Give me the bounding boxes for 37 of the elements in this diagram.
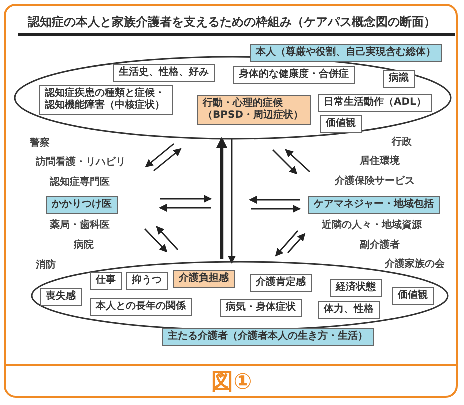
text-box: 本人との長年の関係 bbox=[90, 298, 192, 316]
side-label: 副介護者 bbox=[360, 240, 400, 252]
text-box: 価値観 bbox=[320, 115, 362, 133]
highlight-box: 介護負担感 bbox=[173, 270, 235, 288]
text-box: 病気・身体症状 bbox=[220, 299, 302, 317]
arrow bbox=[228, 139, 236, 264]
title-box: ケアマネジャー・地域包括 bbox=[308, 196, 440, 214]
text-box: 仕事 bbox=[90, 272, 122, 290]
text-box: 生活史、性格、好み bbox=[113, 64, 215, 82]
text-box: 体力、性格 bbox=[318, 301, 380, 319]
title-box: 主たる介護者（介護者本人の生き方・生活） bbox=[162, 328, 374, 346]
text-box: 介護肯定感 bbox=[250, 274, 312, 292]
side-label: 居住環境 bbox=[360, 156, 400, 168]
figure-caption: 図① bbox=[210, 370, 254, 396]
text-box: 病識 bbox=[383, 70, 415, 88]
text-box: 身体的な健康度・合併症 bbox=[233, 66, 355, 84]
text-box: 喪失感 bbox=[40, 288, 82, 306]
side-label: 警察 bbox=[30, 138, 50, 150]
side-label: 薬局・歯科医 bbox=[50, 220, 110, 232]
side-label: 介護家族の会 bbox=[385, 259, 445, 271]
text-box: 抑うつ bbox=[126, 272, 168, 290]
title-box: かかりつけ医 bbox=[46, 196, 118, 214]
text-box: 認知症疾患の種類と症候・認知機能障害（中核症状） bbox=[39, 85, 173, 115]
side-label: 介護保険サービス bbox=[335, 176, 415, 188]
text-box: 価値観 bbox=[392, 287, 434, 305]
side-label: 近隣の人々・地域資源 bbox=[322, 220, 422, 232]
highlight-box: 行動・心理的症候（BPSD・周辺症状） bbox=[197, 95, 311, 125]
title-box: 本人（尊厳や役割、自己実現含む総体） bbox=[250, 44, 442, 62]
text-box: 経済状態 bbox=[330, 279, 382, 297]
text-box: 日常生活動作（ADL） bbox=[318, 94, 432, 112]
side-label: 行政 bbox=[392, 137, 412, 149]
heading: 認知症の本人と家族介護者を支えるための枠組み（ケアパス概念図の断面） bbox=[26, 14, 437, 31]
side-label: 訪問看護・リハビリ bbox=[36, 157, 126, 169]
arrow bbox=[216, 137, 228, 259]
side-label: 認知症専門医 bbox=[50, 177, 110, 189]
side-label: 病院 bbox=[74, 240, 94, 252]
side-label: 消防 bbox=[36, 260, 56, 272]
